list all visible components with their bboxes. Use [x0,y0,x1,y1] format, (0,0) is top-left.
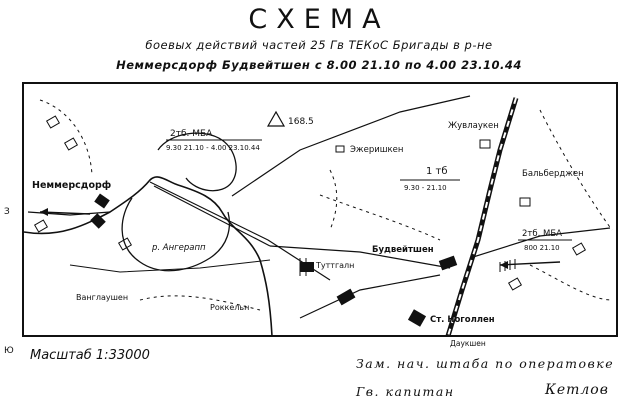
height-triangle-icon [266,110,286,127]
road-rokkelin [69,259,271,273]
arrow-head [40,208,48,216]
label-ezherishken: Эжеришкен [350,145,403,155]
settlement-ezherishken [335,145,345,153]
unit-2tb-mba-right: 2тб. МБА [522,229,562,239]
side-mark-bottom: Ю [4,346,14,356]
map-frame [22,82,618,337]
side-mark-top: З [4,207,10,217]
hatch-mark [299,258,307,276]
label-zhuvlauken: Жувлаукен [448,121,499,131]
subtitle-line-1: боевых действий частей 25 Гв ТЕКоС Брига… [145,38,493,52]
railway-inner [447,97,517,337]
dashed-track-6 [529,264,613,301]
settlement-center [336,288,356,306]
position-square [571,242,587,256]
attack-arrow-right [499,261,561,266]
page-title: СХЕМА [248,4,390,35]
unit-2tb-mba-top: 2тб. МБА [170,129,213,139]
height-mark-label: 168.5 [288,117,314,127]
label-tutgalen: Туттгалн [315,261,354,270]
unit-1tb: 1 тб [426,166,448,177]
dashed-track-5 [329,169,338,231]
hatch-mark [499,259,516,272]
road-south [299,274,441,319]
unit-2tb-mba-right-time: 800 21.10 [524,244,560,252]
settlement-tutgalen [300,262,314,272]
road-diagonal-2 [153,185,271,247]
signature-line-2: Гв. капитан [356,384,455,399]
unit-1tb-time: 9.30 - 21.10 [404,184,447,192]
signature-line-1: Зам. нач. штаба по оператовке [356,356,615,371]
map-scale: Масштаб 1:33000 [30,348,150,363]
settlement-balberdzhen [519,197,531,207]
label-st-nogollen: Ст. Ноголлен [430,315,495,325]
road-to-budveitshen [269,245,451,269]
label-balberdzhen: Бальберджен [522,169,584,179]
position-square [117,237,133,251]
position-square [63,137,79,151]
settlement-nogollen [407,309,427,327]
unit-2tb-mba-top-time: 9.30 21.10 - 4.00 23.10.44 [166,144,260,152]
river-loop [157,132,237,192]
subtitle-line-2: Неммерсдорф Будвейтшен с 8.00 21.10 по 4… [116,58,522,72]
attack-arrow-left [39,211,91,215]
dashed-track-3 [539,109,613,231]
road-to-balberdzhen [469,227,611,259]
dashed-track-4 [139,295,261,311]
label-daukshen: Даукшен [450,339,486,348]
label-budveitshen: Будвейтшен [372,245,434,255]
label-vanglaushen: Ванглаушен [76,293,128,302]
position-square [33,219,49,233]
settlement-nemmersdorf-2 [90,213,106,229]
label-rokkelin: Роккельн [210,303,249,312]
road-north [231,95,471,197]
position-square [507,277,523,291]
settlement-budveitshen [438,255,458,271]
label-nemmersdorf: Неммерсдорф [32,180,111,191]
dashed-track-1 [39,99,93,176]
settlement-nemmersdorf [94,193,110,209]
position-square [45,115,61,129]
label-river-angerap: р. Ангерапп [151,243,206,253]
arrow-head [500,261,508,269]
settlement-zhuvlauken [479,139,491,149]
signature-name: Кетлов [545,382,609,398]
dashed-track-2 [319,194,441,241]
river-angerap [23,176,273,337]
river-bank [121,197,231,272]
